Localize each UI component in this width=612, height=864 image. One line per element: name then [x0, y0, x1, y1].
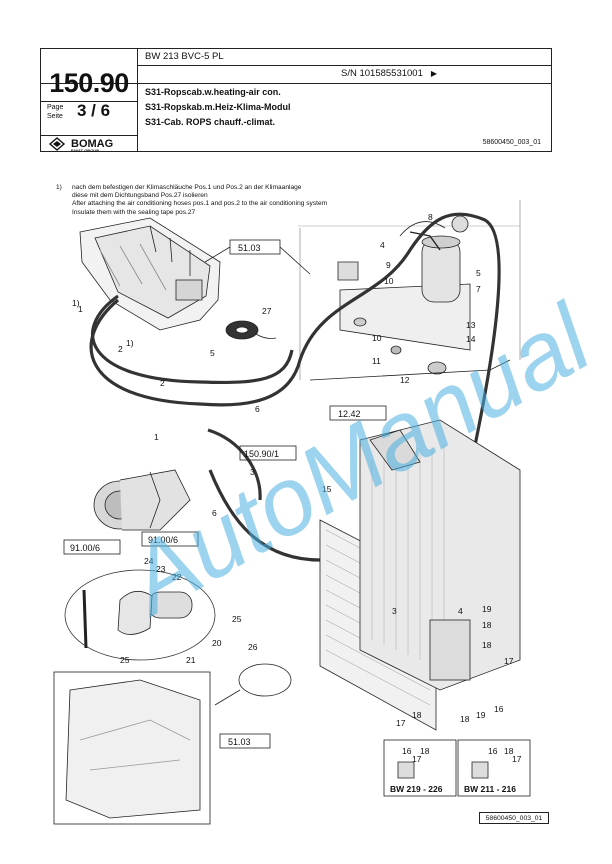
- variant-box: [457, 739, 531, 797]
- position-label: 9: [386, 260, 391, 270]
- title-fr: S31-Cab. ROPS chauff.-climat.: [145, 117, 276, 127]
- note-line: Insulate them with the sealing tape pos.…: [72, 208, 196, 216]
- position-label: 25: [232, 614, 242, 624]
- logo-subtext: FAYAT GROUP: [71, 148, 99, 153]
- header-table: BW 213 BVC-5 PL S/N 101585531001 ▶ 150.9…: [40, 48, 552, 153]
- position-label: 11: [372, 356, 381, 366]
- variant-box: [383, 739, 457, 797]
- position-label: 3: [392, 606, 397, 616]
- position-label: 2: [160, 378, 165, 388]
- position-label: 1: [78, 304, 83, 314]
- ref-51-03: 51.03: [238, 243, 261, 253]
- position-label: 4: [380, 240, 385, 250]
- logo-text: BOMAG: [71, 138, 114, 150]
- position-label: 13: [466, 320, 476, 330]
- header-divider: [41, 135, 137, 136]
- header-divider: [41, 101, 137, 102]
- ref-12-42: 12.42: [338, 409, 361, 419]
- position-label: 27: [262, 306, 272, 316]
- serial-number: S/N 101585531001 ▶: [341, 68, 437, 79]
- note-line: nach dem befestigen der Klimaschläuche P…: [72, 184, 302, 191]
- variant-label: BW 219 - 226: [390, 784, 443, 794]
- note-line: After attaching the air conditioning hos…: [72, 200, 328, 208]
- position-sup: 1): [126, 338, 134, 348]
- compressor-drawing: [93, 469, 191, 531]
- position-label: 21: [186, 655, 196, 665]
- position-label: 22: [172, 572, 182, 582]
- position-label: 16: [402, 746, 412, 756]
- page-title: 150.90: [49, 68, 129, 98]
- ref-91-00-6: 91.00/6: [70, 543, 100, 553]
- ref-box-91-00b: [141, 531, 199, 547]
- position-label: 8: [428, 212, 433, 222]
- ref-51-03: 51.03: [228, 737, 251, 747]
- position-label: 10: [384, 276, 394, 286]
- position-label: 14: [466, 334, 476, 344]
- position-sup: 1): [72, 298, 80, 308]
- position-label: 1: [154, 432, 159, 442]
- position-label: 2: [118, 344, 123, 354]
- position-label: 7: [476, 284, 481, 294]
- receiver-dryer-inset: [298, 200, 521, 381]
- position-label: 16: [494, 704, 504, 714]
- bomag-logo-icon: [48, 137, 66, 151]
- ref-91-00-6: 91.00/6: [148, 535, 178, 545]
- position-label: 26: [248, 642, 258, 652]
- ref-box-12-42: [329, 405, 387, 421]
- note-line: diese mit dem Dichtungsband Pos.27 isoli…: [72, 192, 208, 200]
- assembly-note: 1) nach dem befestigen der Klimaschläuch…: [56, 184, 328, 217]
- position-label: 18: [412, 710, 422, 720]
- position-label: 17: [396, 718, 406, 728]
- title-de: S31-Ropskab.m.Heiz-Klima-Modul: [145, 102, 291, 112]
- position-label: 4: [458, 606, 463, 616]
- page-of: 3 / 6: [77, 101, 111, 120]
- ref-box-51-03b: [219, 733, 271, 749]
- position-label: 17: [504, 656, 514, 666]
- position-label: 6: [212, 508, 217, 518]
- cab-frame-drawing: [53, 671, 211, 825]
- ref-150-90-1: 150.90/1: [244, 449, 279, 459]
- position-label: 15: [322, 484, 332, 494]
- position-label: 17: [512, 754, 522, 764]
- serial-arrow-icon: ▶: [430, 69, 437, 78]
- detail-circle: [238, 663, 292, 697]
- ref-box-150-90: [239, 445, 297, 461]
- position-label: 23: [156, 564, 166, 574]
- position-label: 24: [144, 556, 154, 566]
- footer-doc-id: 58600450_003_01: [479, 812, 549, 824]
- title-en: S31-Ropscab.w.heating-air con.: [145, 87, 281, 97]
- position-label: 5: [476, 268, 481, 278]
- position-label: 18: [420, 746, 430, 756]
- ref-box-91-00a: [63, 539, 121, 555]
- detail-circle: [64, 569, 216, 661]
- header-divider: [137, 49, 138, 151]
- position-label: 19: [476, 710, 486, 720]
- condenser-drawing: [319, 419, 521, 731]
- note-marker: 1): [56, 184, 62, 191]
- position-label: 16: [488, 746, 498, 756]
- position-label: 18: [504, 746, 514, 756]
- variant-label: BW 211 - 216: [464, 784, 516, 794]
- header-divider: [41, 83, 551, 84]
- header-divider: [137, 65, 551, 66]
- position-label: 5: [210, 348, 215, 358]
- position-label: 25: [120, 655, 130, 665]
- position-label: 18: [460, 714, 470, 724]
- position-label: 18: [482, 620, 492, 630]
- position-label: 18: [482, 640, 492, 650]
- position-label: 3: [250, 467, 255, 477]
- position-label: 12: [400, 375, 410, 385]
- position-label: 20: [212, 638, 222, 648]
- position-label: 6: [255, 404, 260, 414]
- doc-id: 58600450_003_01: [482, 139, 541, 146]
- position-label: 10: [372, 333, 382, 343]
- position-label: 17: [412, 754, 422, 764]
- position-label: 19: [482, 604, 492, 614]
- model-name: BW 213 BVC-5 PL: [145, 51, 224, 62]
